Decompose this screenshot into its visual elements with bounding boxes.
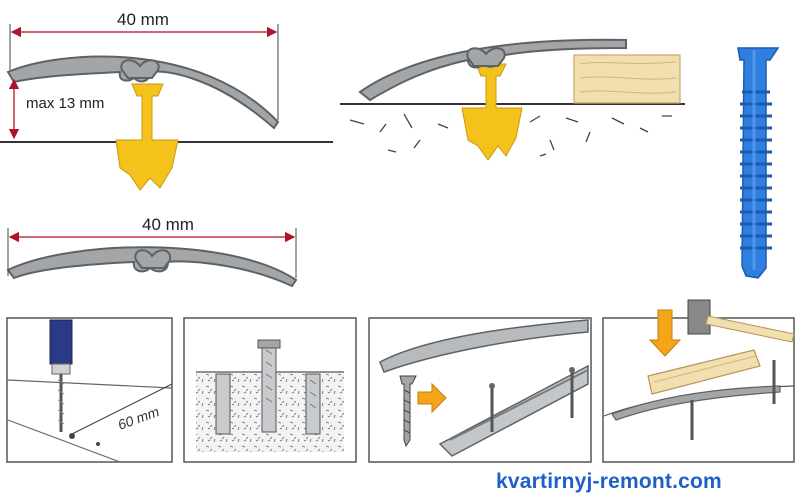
step-drill-panel: 60 mm (6, 317, 173, 463)
profile-top-section: 40 mm max 13 mm (0, 10, 333, 191)
profile-clip-3 (134, 249, 172, 269)
profile-step-section (340, 38, 685, 161)
profile-bottom-section: 40 mm (6, 215, 298, 288)
step-hammer-panel (602, 299, 795, 463)
profile-clip-2 (466, 47, 506, 67)
step-fasten-panel (368, 317, 592, 463)
anchor-screw (115, 83, 179, 191)
profile-clip (120, 59, 160, 79)
anchor-screw-2 (461, 63, 523, 161)
step-dowel-panel (183, 317, 357, 463)
height-label: max 13 mm (26, 95, 104, 112)
plastic-dowel (737, 47, 780, 279)
wood-grain (579, 61, 677, 94)
site-watermark: kvartirnyj-remont.com (496, 470, 722, 493)
debris-marks (349, 113, 672, 157)
width-label-top: 40 mm (117, 10, 169, 29)
width-label-bottom: 40 mm (142, 215, 194, 234)
